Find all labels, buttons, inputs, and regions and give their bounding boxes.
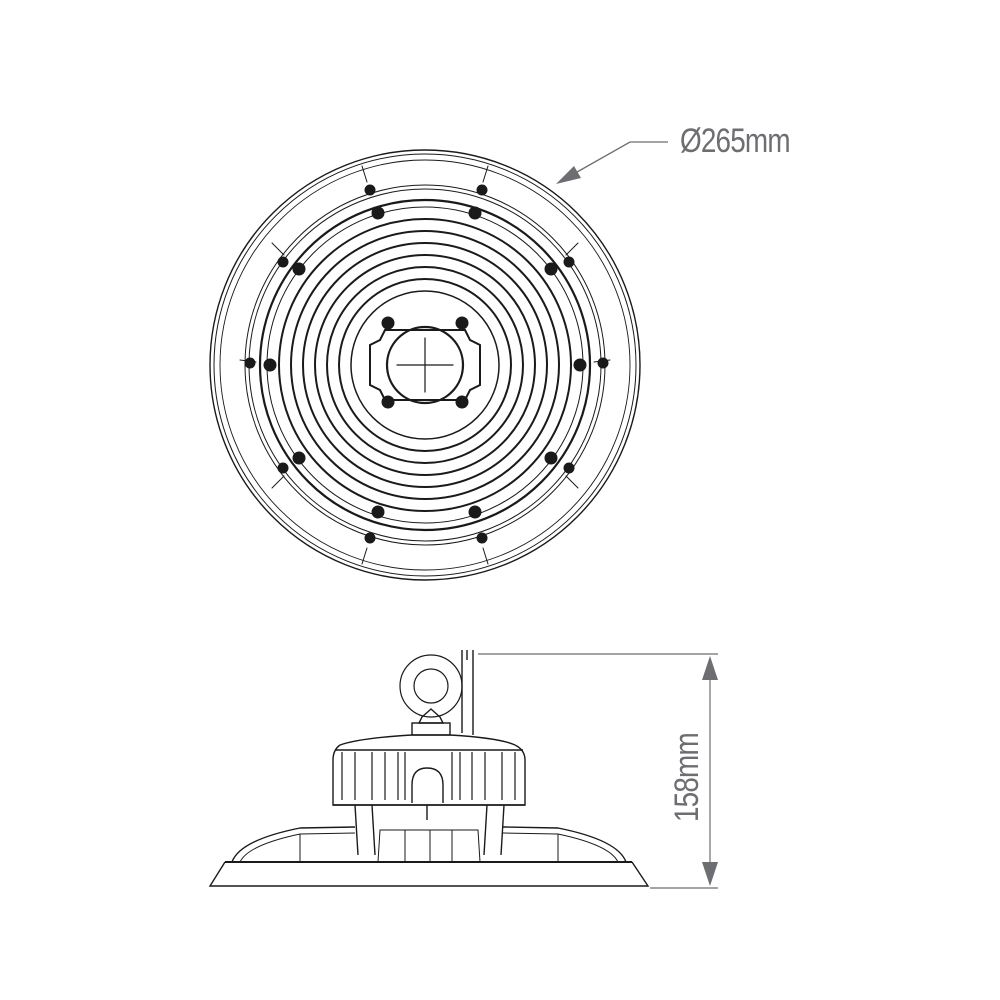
screw-icons: [244, 184, 609, 544]
diameter-dimension: [556, 141, 668, 184]
height-dimension: [478, 653, 718, 889]
height-label: 158mm: [668, 733, 706, 822]
side-view: [208, 650, 650, 887]
top-view: [209, 149, 641, 581]
diameter-label: Ø265mm: [680, 122, 791, 160]
